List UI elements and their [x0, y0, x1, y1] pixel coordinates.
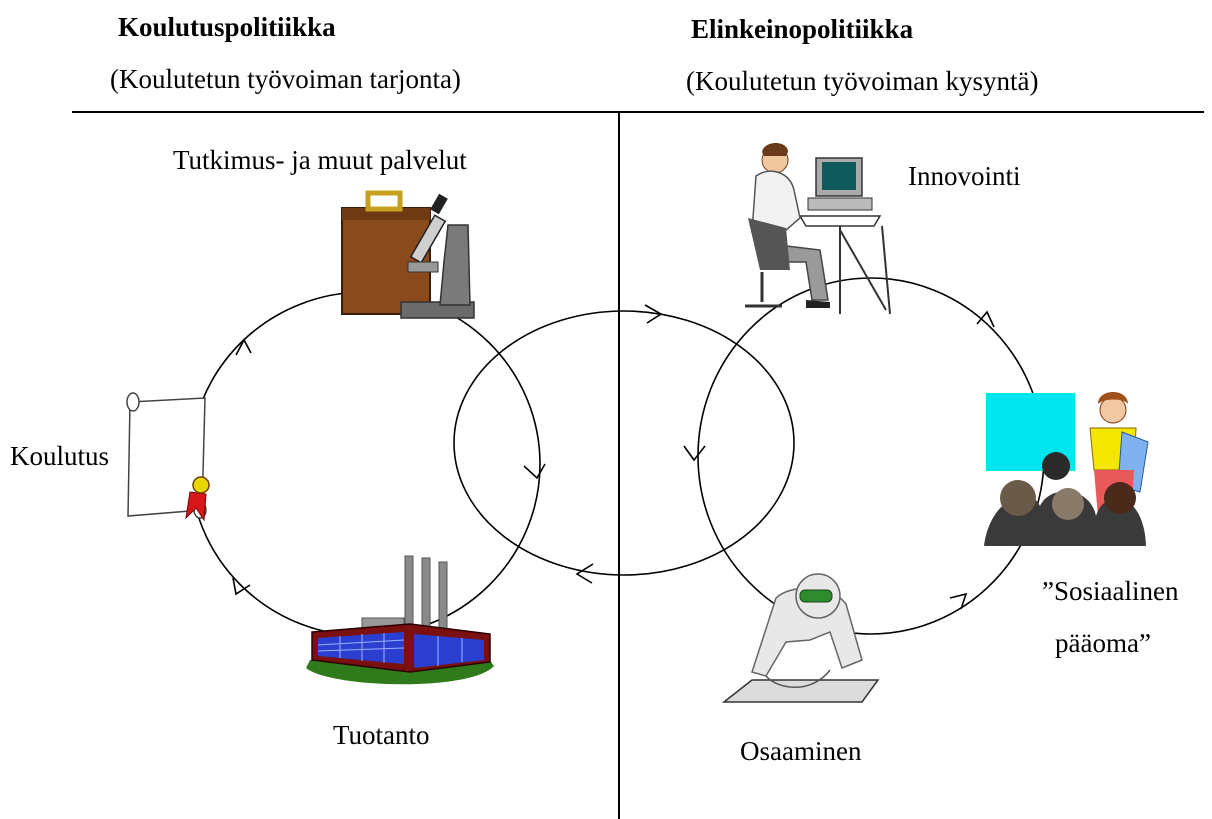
label-tuotanto: Tuotanto — [333, 720, 430, 750]
label-innovointi: Innovointi — [908, 161, 1021, 191]
arrow-right-top — [976, 310, 995, 328]
arrow-middle-bottom — [575, 563, 594, 584]
arrow-right-left — [683, 445, 706, 462]
arrow-left-top — [235, 338, 252, 356]
label-sosiaalinen-1: ”Sosiaalinen — [1042, 576, 1179, 606]
label-tutkimus: Tutkimus- ja muut palvelut — [173, 145, 467, 175]
right-subheading: (Koulutetun työvoiman kysyntä) — [686, 66, 1039, 96]
label-osaaminen: Osaaminen — [740, 736, 862, 766]
arrow-right-bottom — [949, 592, 968, 610]
right-heading: Elinkeinopolitiikka — [691, 14, 914, 44]
meeting-icon — [984, 392, 1149, 546]
left-subheading: (Koulutetun työvoiman tarjonta) — [110, 64, 461, 94]
middle-cycle — [453, 310, 795, 576]
arrow-middle-top — [644, 304, 663, 324]
label-koulutus: Koulutus — [10, 441, 110, 471]
label-sosiaalinen-2: pääoma” — [1055, 628, 1151, 658]
briefcase-microscope-icon — [341, 190, 475, 319]
clean-suit-worker-icon — [721, 573, 880, 703]
left-heading: Koulutuspolitiikka — [118, 12, 336, 42]
diploma-icon — [126, 392, 210, 522]
factory-icon — [306, 555, 494, 685]
arrow-middle-right — [523, 463, 546, 480]
arrow-left-bottom — [232, 577, 251, 596]
computer-worker-icon — [745, 143, 891, 315]
